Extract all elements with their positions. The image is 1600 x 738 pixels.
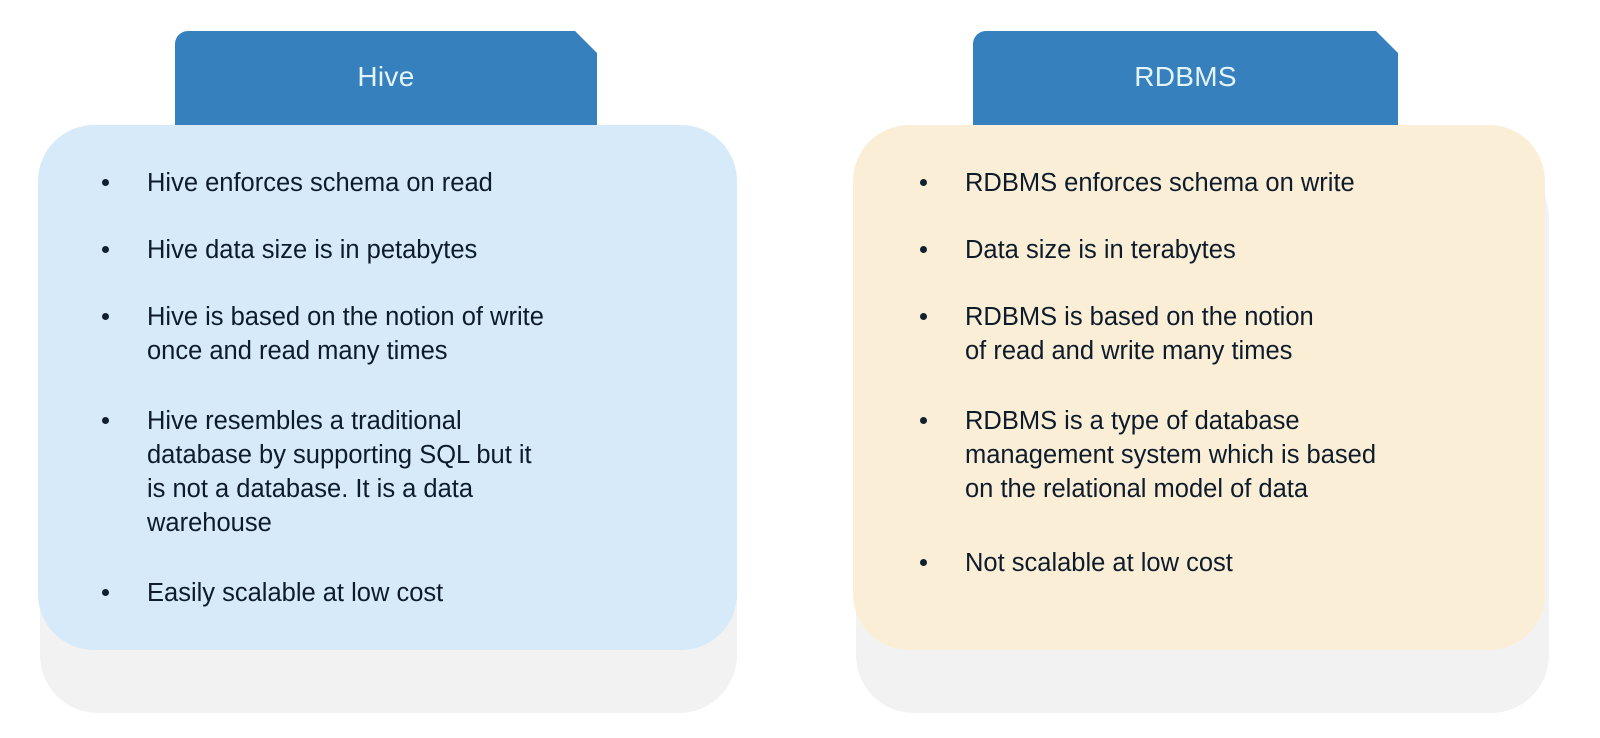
list-item-text: Easily scalable at low cost [147, 579, 444, 607]
bullet-dot-icon [920, 246, 927, 253]
bullet-dot-icon [920, 559, 927, 566]
list-item: RDBMS enforces schema on write [918, 166, 1518, 200]
card-header-hive: Hive [175, 31, 597, 125]
list-item-text: RDBMS is a type of database management s… [965, 407, 1377, 503]
card-body-hive [38, 125, 737, 650]
card-header-title-rdbms: RDBMS [1134, 61, 1237, 92]
list-item: RDBMS is based on the notion of read and… [918, 300, 1518, 368]
bullet-dot-icon [102, 313, 109, 320]
card-body-rdbms [853, 125, 1545, 650]
card-header-title-hive: Hive [357, 61, 415, 92]
list-item-text: Hive data size is in petabytes [147, 236, 478, 264]
bullet-dot-icon [920, 417, 927, 424]
list-item: Data size is in terabytes [918, 233, 1518, 267]
list-item: Not scalable at low cost [918, 546, 1518, 580]
list-item-text: Data size is in terabytes [965, 236, 1236, 264]
bullet-dot-icon [920, 313, 927, 320]
panel-hive: Hive Hive enforces schema on read Hive d… [38, 0, 737, 713]
bullet-dot-icon [102, 246, 109, 253]
list-item: Hive is based on the notion of write onc… [100, 300, 700, 368]
list-item-text: Hive enforces schema on read [147, 169, 493, 197]
bullet-dot-icon [920, 179, 927, 186]
list-item-text: Not scalable at low cost [965, 549, 1233, 577]
bullet-dot-icon [102, 179, 109, 186]
bullet-dot-icon [102, 589, 109, 596]
bullet-dot-icon [102, 417, 109, 424]
list-item: Easily scalable at low cost [100, 576, 700, 610]
list-item-text: RDBMS enforces schema on write [965, 169, 1355, 197]
list-item: Hive resembles a traditional database by… [100, 404, 700, 540]
bullet-list-rdbms: RDBMS enforces schema on write Data size… [918, 166, 1518, 580]
list-item-text: RDBMS is based on the notion of read and… [965, 303, 1314, 365]
list-item: RDBMS is a type of database management s… [918, 404, 1518, 506]
list-item-text: Hive resembles a traditional database by… [147, 407, 532, 537]
list-item: Hive data size is in petabytes [100, 233, 700, 267]
list-item: Hive enforces schema on read [100, 166, 700, 200]
bullet-list-hive: Hive enforces schema on read Hive data s… [100, 166, 700, 610]
card-header-rdbms: RDBMS [973, 31, 1398, 125]
list-item-text: Hive is based on the notion of write onc… [147, 303, 544, 365]
panel-rdbms: RDBMS RDBMS enforces schema on write Dat… [800, 0, 1600, 738]
